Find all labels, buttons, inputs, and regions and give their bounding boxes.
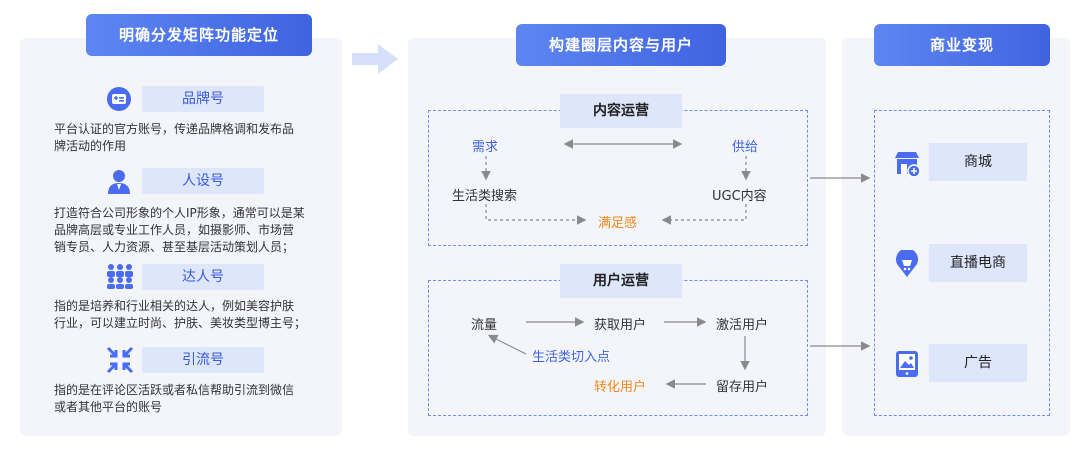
- account-desc-influencer: 指的是培养和行业相关的达人，例如美容护肤 行业，可以建立时尚、护肤、美妆类型博主…: [54, 298, 338, 332]
- biz-box: [874, 110, 1050, 416]
- node-supply: 供给: [732, 140, 759, 155]
- node-traffic: 流量: [471, 318, 498, 333]
- persona-icon: [106, 168, 132, 194]
- desc-line: 销专员、人力资源、甚至基层活动策划人员；: [54, 240, 295, 254]
- traffic-converge-icon: [106, 346, 134, 374]
- flow-arrow-icon: [352, 44, 400, 74]
- desc-line: 行业，可以建立时尚、护肤、美妆类型博主号；: [54, 316, 307, 330]
- desc-line: 牌活动的作用: [54, 139, 127, 153]
- live-commerce-icon: [894, 248, 920, 277]
- arrow-ugc-satisfaction: [661, 204, 747, 225]
- node-demand: 需求: [472, 140, 499, 155]
- node-acquire: 获取用户: [594, 318, 647, 333]
- node-ugc: UGC内容: [712, 189, 767, 204]
- desc-line: 品牌高层或专业工作人员，如摄影师、市场营: [54, 223, 295, 237]
- biz-item-store: 商城: [929, 143, 1027, 181]
- account-label-persona: 人设号: [142, 168, 264, 194]
- node-convert: 转化用户: [594, 380, 647, 395]
- brand-card-icon: [106, 86, 132, 112]
- account-desc-persona: 打造符合公司形象的个人IP形象，通常可以是某 品牌高层或专业工作人员，如摄影师、…: [54, 205, 338, 256]
- account-desc-brand: 平台认证的官方账号，传递品牌格调和发布品 牌活动的作用: [54, 121, 338, 155]
- desc-line: 指的是在评论区活跃或者私信帮助引流到微信: [54, 383, 295, 397]
- account-label-influencer: 达人号: [142, 264, 264, 290]
- node-satisfaction: 满足感: [598, 216, 638, 231]
- biz-item-live-commerce: 直播电商: [929, 244, 1027, 282]
- middle-title: 构建圈层内容与用户: [516, 24, 726, 66]
- node-retain: 留存用户: [716, 380, 769, 395]
- arrow-entry-traffic: [487, 334, 527, 355]
- account-label-brand: 品牌号: [142, 86, 264, 112]
- right-title: 商业变现: [874, 24, 1050, 66]
- influencer-group-icon: [106, 263, 133, 289]
- node-search: 生活类搜索: [452, 189, 518, 204]
- node-entry: 生活类切入点: [532, 350, 611, 365]
- desc-line: 打造符合公司形象的个人IP形象，通常可以是某: [54, 206, 305, 220]
- ad-icon: [895, 350, 921, 377]
- account-desc-traffic: 指的是在评论区活跃或者私信帮助引流到微信 或者其他平台的账号: [54, 382, 338, 416]
- desc-line: 指的是培养和行业相关的达人，例如美容护肤: [54, 299, 295, 313]
- desc-line: 平台认证的官方账号，传递品牌格调和发布品: [54, 122, 295, 136]
- store-icon: [893, 150, 921, 178]
- account-label-traffic: 引流号: [142, 347, 264, 373]
- biz-item-ad: 广告: [929, 344, 1027, 382]
- desc-line: 或者其他平台的账号: [54, 400, 163, 414]
- left-title: 明确分发矩阵功能定位: [86, 14, 312, 56]
- content-ops-title: 内容运营: [560, 94, 682, 128]
- node-activate: 激活用户: [716, 318, 769, 333]
- arrow-search-satisfaction: [485, 204, 587, 225]
- user-ops-title: 用户运营: [560, 264, 682, 298]
